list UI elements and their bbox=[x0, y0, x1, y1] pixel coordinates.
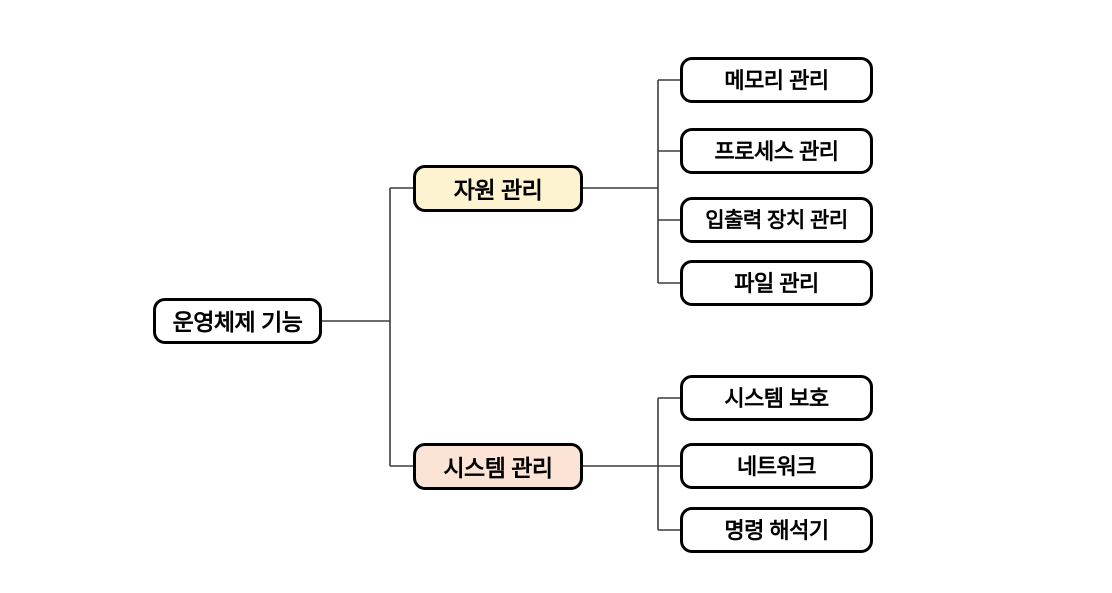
node-network-label: 네트워크 bbox=[737, 454, 816, 479]
node-file-management: 파일 관리 bbox=[680, 260, 873, 306]
node-resource-management-label: 자원 관리 bbox=[453, 176, 543, 203]
node-os-functions: 운영체제 기능 bbox=[153, 298, 322, 344]
node-system-protection: 시스템 보호 bbox=[680, 375, 873, 421]
node-file-management-label: 파일 관리 bbox=[734, 271, 819, 296]
node-resource-management: 자원 관리 bbox=[413, 165, 583, 212]
node-os-functions-label: 운영체제 기능 bbox=[172, 309, 303, 335]
node-system-management-label: 시스템 관리 bbox=[443, 454, 553, 481]
node-system-management: 시스템 관리 bbox=[413, 443, 583, 490]
node-io-device-management: 입출력 장치 관리 bbox=[680, 197, 873, 243]
node-memory-management: 메모리 관리 bbox=[680, 57, 873, 103]
node-io-device-management-label: 입출력 장치 관리 bbox=[705, 209, 848, 232]
node-command-interpreter-label: 명령 해석기 bbox=[724, 518, 829, 543]
node-command-interpreter: 명령 해석기 bbox=[680, 507, 873, 553]
node-memory-management-label: 메모리 관리 bbox=[724, 68, 829, 93]
node-process-management-label: 프로세스 관리 bbox=[714, 139, 839, 164]
node-system-protection-label: 시스템 보호 bbox=[724, 386, 829, 411]
node-network: 네트워크 bbox=[680, 443, 873, 489]
node-process-management: 프로세스 관리 bbox=[680, 128, 873, 174]
